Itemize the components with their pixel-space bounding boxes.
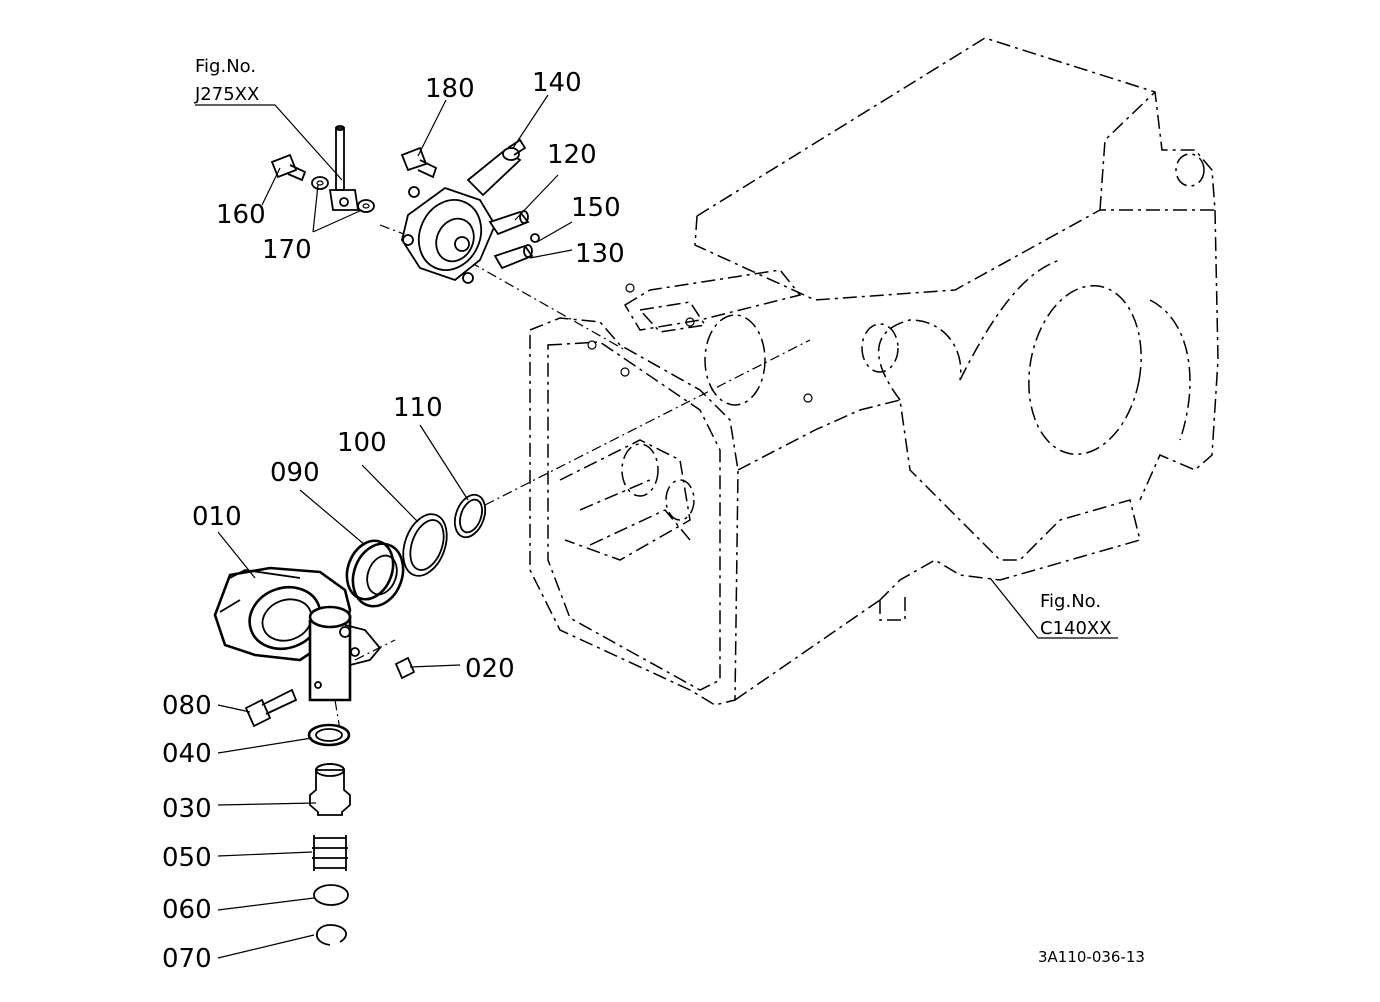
part-label-030[interactable]: 030 bbox=[162, 794, 212, 824]
part-label-140[interactable]: 140 bbox=[532, 68, 582, 98]
part-label-180[interactable]: 180 bbox=[425, 74, 475, 104]
part-label-100[interactable]: 100 bbox=[337, 428, 387, 458]
fig-ref-right-line2: C140XX bbox=[1040, 618, 1112, 639]
part-label-070[interactable]: 070 bbox=[162, 944, 212, 974]
transmission-case-outline bbox=[529, 37, 1219, 706]
lower-housing-assembly bbox=[213, 493, 487, 946]
part-label-110[interactable]: 110 bbox=[393, 393, 443, 423]
part-label-170[interactable]: 170 bbox=[262, 235, 312, 265]
leader-lines bbox=[195, 94, 1118, 959]
part-label-130[interactable]: 130 bbox=[575, 239, 625, 269]
upper-valve-assembly bbox=[270, 125, 540, 284]
fig-ref-top-line1: Fig.No. bbox=[195, 56, 256, 77]
figure-reference-right[interactable]: Fig.No. C140XX bbox=[1040, 591, 1112, 639]
assembly-centerlines bbox=[334, 224, 811, 731]
fig-ref-right-line1: Fig.No. bbox=[1040, 591, 1101, 612]
part-label-080[interactable]: 080 bbox=[162, 691, 212, 721]
figure-reference-top[interactable]: Fig.No. J275XX bbox=[194, 56, 259, 105]
part-label-020[interactable]: 020 bbox=[465, 654, 515, 684]
part-label-160[interactable]: 160 bbox=[216, 200, 266, 230]
part-label-060[interactable]: 060 bbox=[162, 895, 212, 925]
part-label-090[interactable]: 090 bbox=[270, 458, 320, 488]
part-label-040[interactable]: 040 bbox=[162, 739, 212, 769]
part-label-150[interactable]: 150 bbox=[571, 193, 621, 223]
part-label-120[interactable]: 120 bbox=[547, 140, 597, 170]
fig-ref-top-line2: J275XX bbox=[194, 84, 259, 105]
part-label-010[interactable]: 010 bbox=[192, 502, 242, 532]
part-label-050[interactable]: 050 bbox=[162, 843, 212, 873]
drawing-code: 3A110-036-13 bbox=[1038, 948, 1145, 966]
